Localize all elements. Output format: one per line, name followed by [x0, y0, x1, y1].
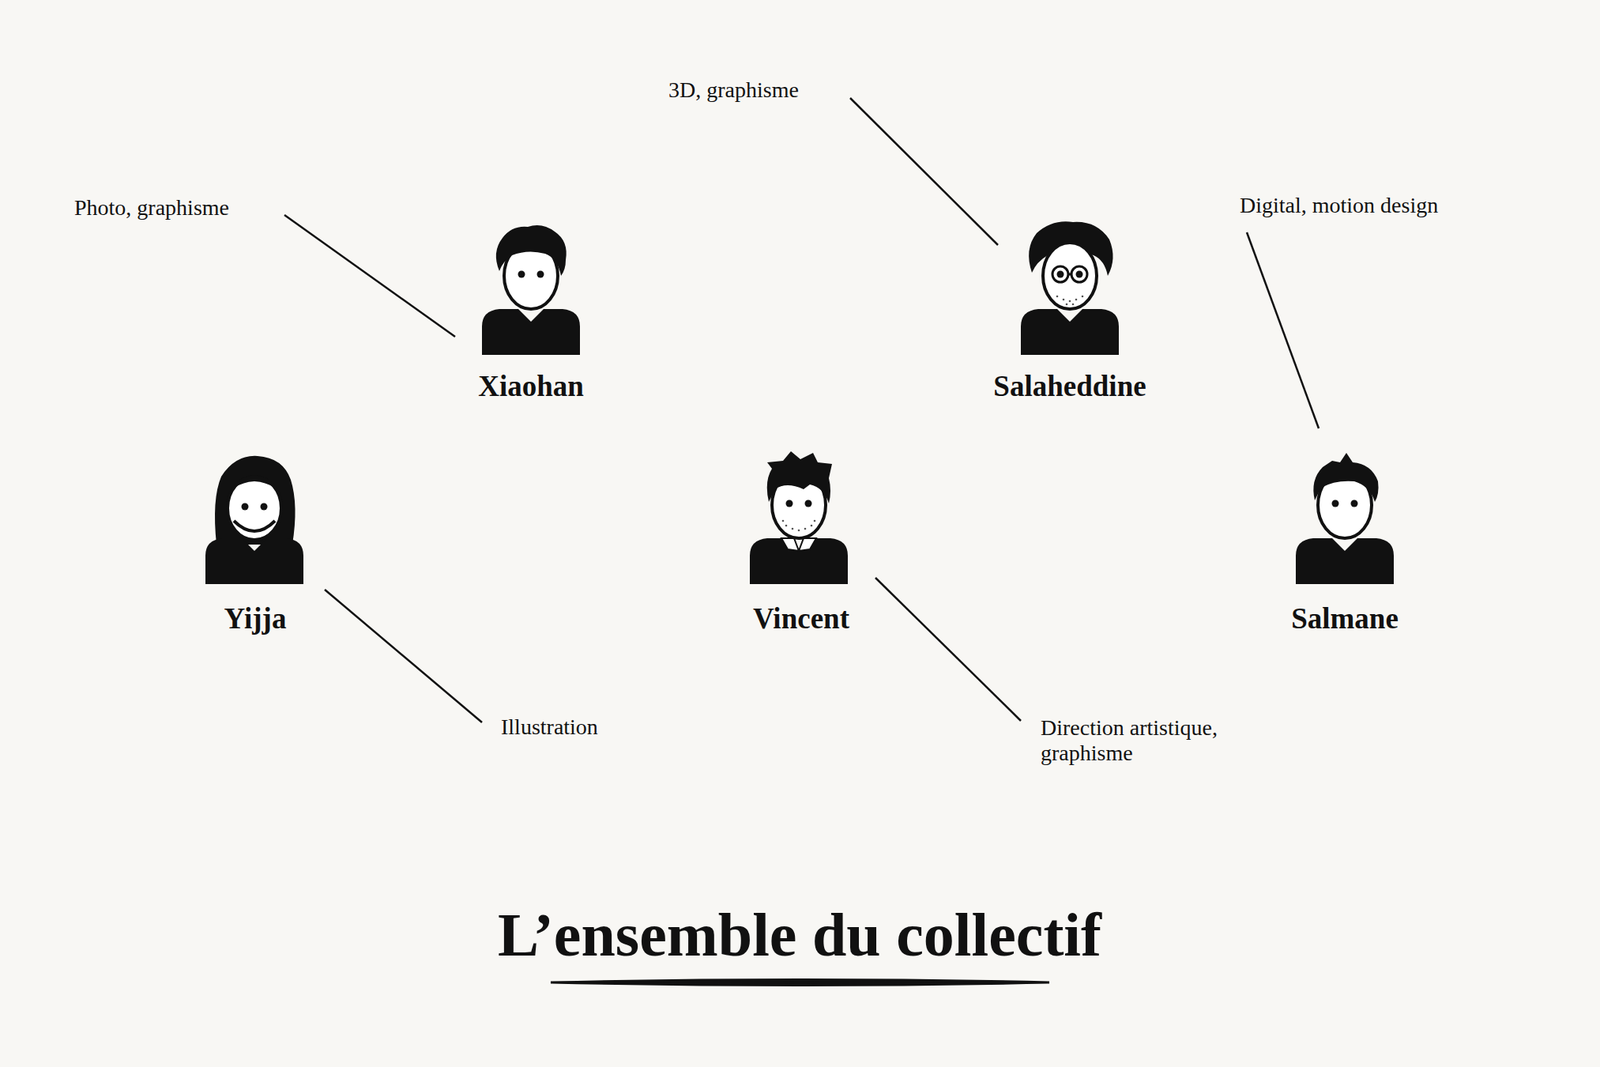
diagram-title: L’ensemble du collectif — [497, 899, 1102, 971]
role-label: Photo, graphisme — [74, 195, 230, 221]
role-label: 3D, graphisme — [668, 77, 799, 103]
person-name: Salmane — [1291, 602, 1399, 637]
person-name: Yijja — [224, 602, 287, 637]
person-name: Vincent — [752, 602, 850, 637]
person-name: Salaheddine — [993, 369, 1146, 404]
role-label: Digital, motion design — [1239, 192, 1439, 219]
role-label: Direction artistique, graphisme — [1040, 715, 1294, 766]
person-name: Xiaohan — [478, 369, 584, 404]
role-label: Illustration — [500, 714, 599, 740]
